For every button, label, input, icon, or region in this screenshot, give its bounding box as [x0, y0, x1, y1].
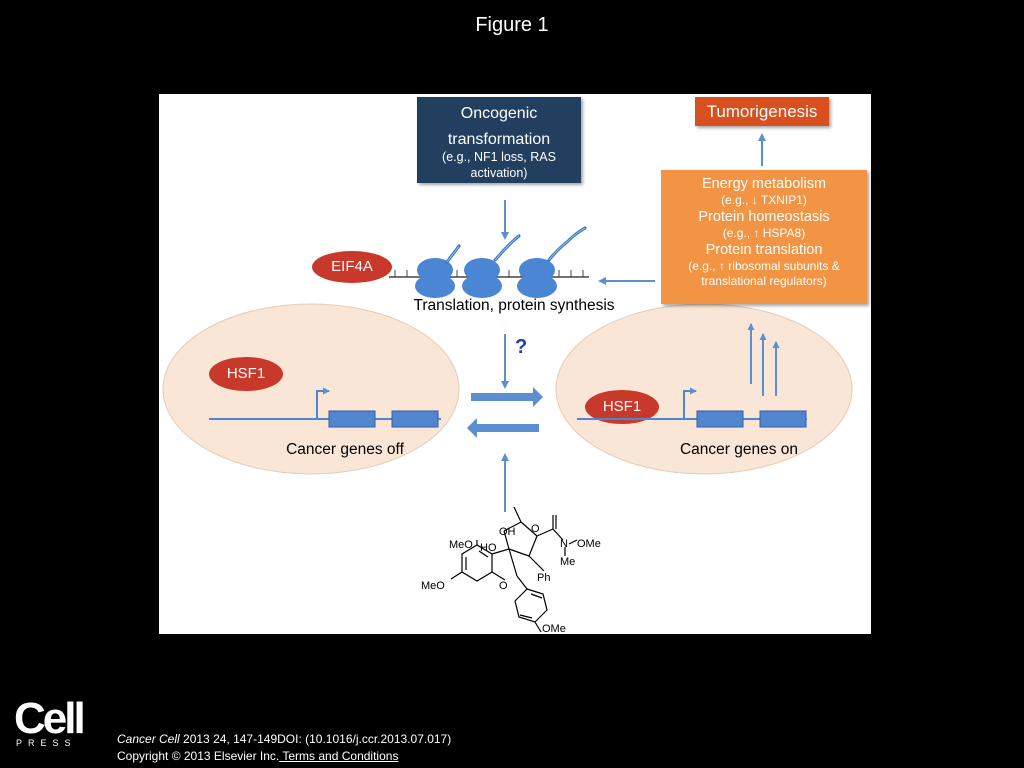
cell-left-ellipse: [162, 303, 460, 475]
copyright-text: Copyright © 2013 Elsevier Inc.: [117, 749, 280, 763]
gene-right: [577, 387, 807, 428]
energy-h2: Protein homeostasis: [698, 209, 830, 225]
journal-name: Cancer Cell: [117, 732, 180, 746]
cell-press-logo: Cell PRESS: [14, 694, 86, 752]
citation-line: Cancer Cell 2013 24, 147-149DOI: (10.101…: [117, 732, 451, 746]
chem-ome-amide: OMe: [577, 538, 601, 550]
cancer-genes-off-label: Cancer genes off: [286, 441, 404, 458]
chem-ph: Ph: [537, 572, 551, 584]
onco-line4: activation): [470, 166, 528, 180]
terms-link[interactable]: Terms and Conditions: [279, 749, 399, 763]
chem-ome-bottom: OMe: [542, 623, 566, 634]
copyright-line: Copyright © 2013 Elsevier Inc. Terms and…: [117, 749, 398, 763]
press-logo-text: PRESS: [16, 738, 77, 748]
tumorigenesis-box: Tumorigenesis: [695, 97, 829, 126]
mrna-ribosomes: [389, 226, 589, 298]
energy-s4: translational regulators): [701, 274, 827, 288]
chem-o-ring: O: [499, 580, 508, 592]
energy-metabolism-box: Energy metabolism (e.g., ↓ TXNIP1) Prote…: [661, 170, 867, 304]
figure-title: Figure 1: [475, 14, 549, 36]
question-mark: ?: [515, 336, 528, 358]
diagram-graphics: [162, 133, 853, 633]
diagram-panel: Oncogenic transformation (e.g., NF1 loss…: [159, 94, 871, 634]
eif4a-label: EIF4A: [331, 258, 373, 275]
eif4a-oval: [312, 251, 392, 283]
onco-line2: transformation: [447, 131, 551, 148]
energy-h1: Energy metabolism: [701, 176, 827, 192]
chem-meo-top: MeO: [449, 539, 473, 551]
energy-s3: (e.g., ↑ ribosomal subunits &: [688, 259, 840, 273]
hsf1-left-oval: [209, 357, 283, 391]
citation-text: 2013 24, 147-149DOI: (10.1016/j.ccr.2013…: [179, 732, 452, 746]
chemical-structure: [450, 506, 578, 633]
translation-label: Translation, protein synthesis: [413, 297, 615, 314]
chem-meo-bottom: MeO: [421, 580, 445, 592]
energy-h3: Protein translation: [705, 242, 823, 258]
chem-oh: OH: [499, 526, 516, 538]
cancer-genes-on-label: Cancer genes on: [679, 441, 799, 458]
oncogenic-transformation-box: Oncogenic transformation (e.g., NF1 loss…: [417, 97, 581, 183]
gene-left: [209, 387, 441, 428]
hsf1-right-label: HSF1: [602, 398, 642, 415]
onco-line3: (e.g., NF1 loss, RAS: [442, 150, 556, 164]
chem-ho: HO: [480, 542, 497, 554]
equilibrium-arrows: [467, 387, 543, 438]
hsf1-left-label: HSF1: [226, 365, 266, 382]
cell-logo-text: Cell: [14, 694, 86, 743]
chem-o-carbonyl: O: [531, 523, 540, 535]
energy-s2: (e.g., ↑ HSPA8): [722, 226, 806, 240]
onco-line1: Oncogenic: [460, 105, 538, 122]
chem-me: Me: [560, 556, 576, 568]
hsf1-right-oval: [585, 390, 659, 424]
energy-s1: (e.g., ↓ TXNIP1): [721, 193, 807, 207]
chem-n: N: [560, 538, 568, 550]
